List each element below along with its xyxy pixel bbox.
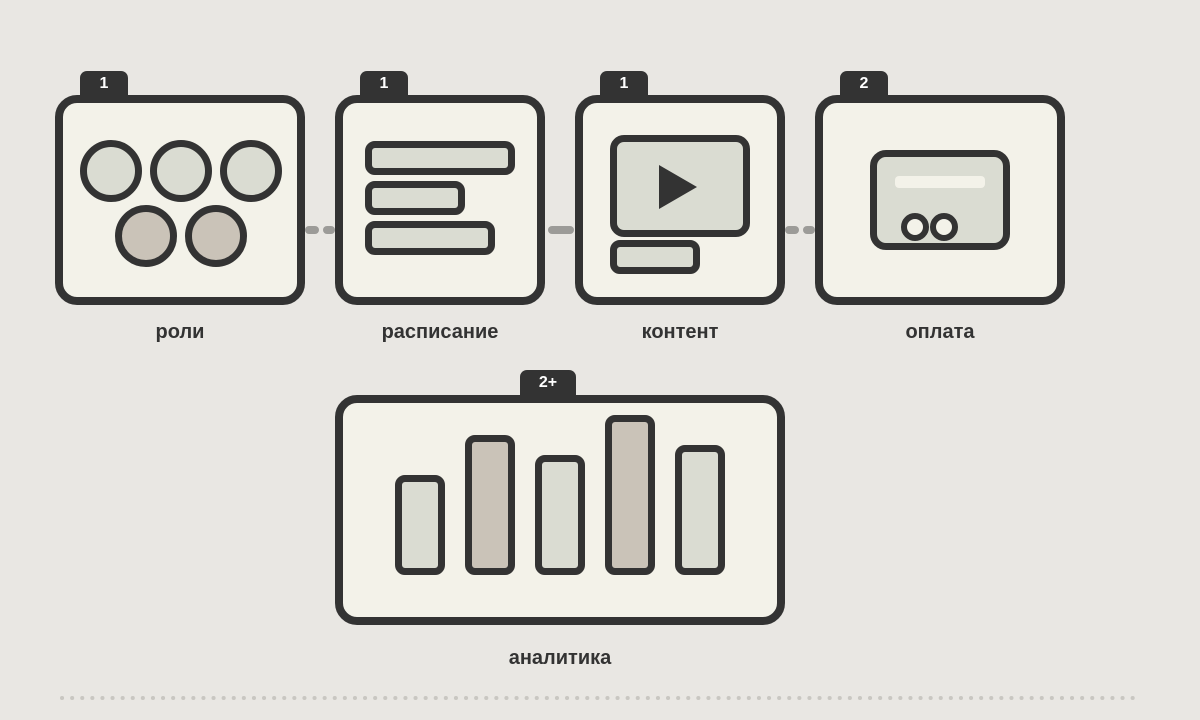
step-label-payment: оплата (905, 321, 975, 343)
schedule-bar (365, 141, 515, 175)
chart-bar (395, 475, 445, 575)
role-circle (185, 205, 247, 267)
step-badge-analytics: 2+ (520, 370, 576, 396)
chart-bar (675, 445, 725, 575)
step-badge-payment: 2 (840, 71, 888, 97)
card-chip-circle (901, 213, 929, 241)
step-badge-schedule: 1 (360, 71, 408, 97)
connector-1-2 (323, 226, 335, 234)
role-circle (150, 140, 212, 202)
step-card-analytics (335, 395, 785, 625)
connector-2-3 (548, 226, 574, 234)
dotted-divider (60, 696, 1142, 700)
chart-bar (605, 415, 655, 575)
credit-card (870, 150, 1010, 250)
video-caption-bar (610, 240, 700, 274)
card-chip-circle (930, 213, 958, 241)
connector-3-4 (803, 226, 815, 234)
schedule-bar (365, 221, 495, 255)
connector-1-2 (305, 226, 319, 234)
role-circle (115, 205, 177, 267)
step-card-schedule (335, 95, 545, 305)
role-circle (80, 140, 142, 202)
connector-3-4 (785, 226, 799, 234)
step-card-content (575, 95, 785, 305)
step-badge-content: 1 (600, 71, 648, 97)
schedule-bar (365, 181, 465, 215)
step-label-roles: роли (155, 321, 205, 343)
chart-bar (535, 455, 585, 575)
step-card-roles (55, 95, 305, 305)
step-badge-roles: 1 (80, 71, 128, 97)
chart-bar (465, 435, 515, 575)
step-card-payment (815, 95, 1065, 305)
play-icon (659, 165, 697, 209)
step-label-analytics: аналитика (508, 647, 612, 669)
role-circle (220, 140, 282, 202)
step-label-schedule: расписание (381, 321, 499, 343)
card-stripe (895, 176, 985, 188)
step-label-content: контент (641, 321, 719, 343)
